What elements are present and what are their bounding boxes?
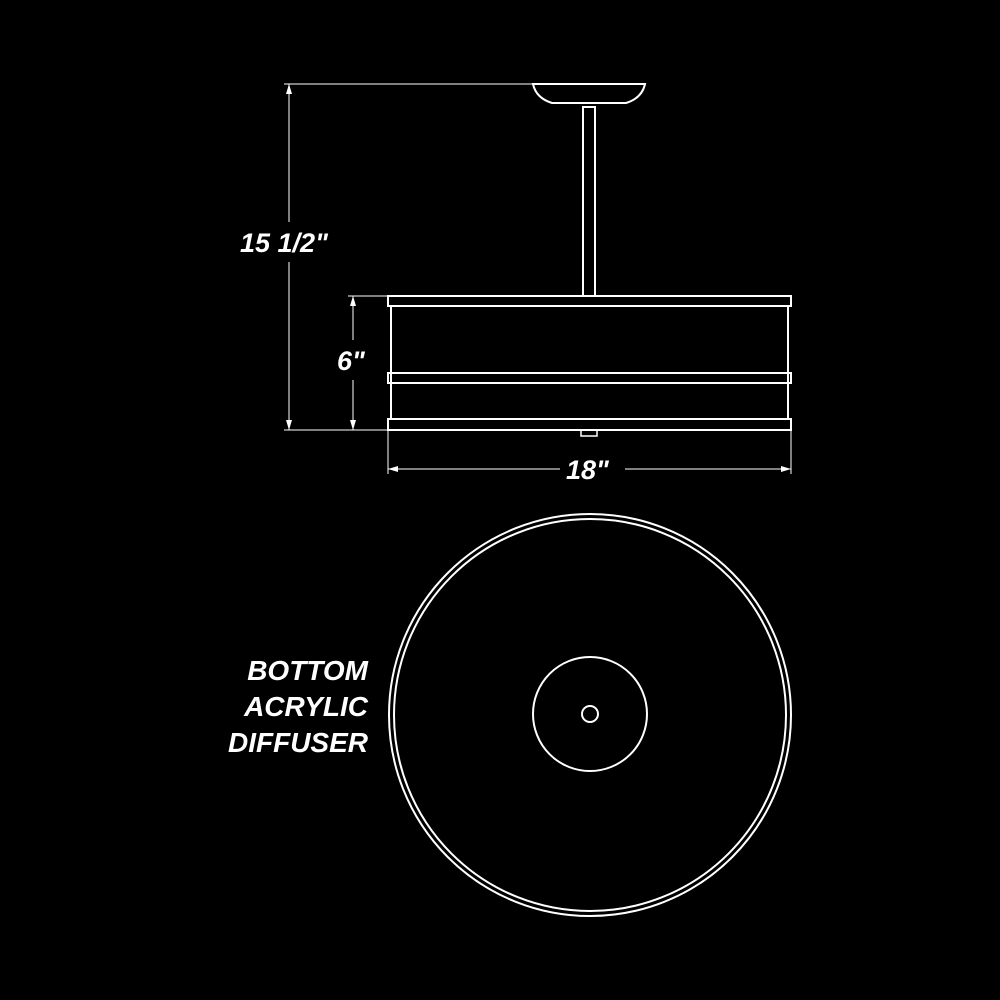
shade-arrow-bottom: [350, 420, 356, 430]
shade-height-label: 6": [337, 346, 366, 376]
bottom-finial: [580, 429, 598, 437]
center-finial: [581, 705, 599, 723]
bottom-view-label-line3: DIFFUSER: [228, 727, 369, 758]
center-plate: [532, 656, 648, 772]
height-arrow-top: [286, 84, 292, 94]
bottom-view-label-line2: ACRYLIC: [243, 691, 369, 722]
shade-top-band: [387, 295, 792, 307]
dimension-lines: 15 1/2" 6" 18": [240, 83, 792, 485]
shade-arrow-top: [350, 296, 356, 306]
width-arrow-right: [781, 466, 791, 472]
overall-height-label: 15 1/2": [240, 228, 329, 258]
height-arrow-bottom: [286, 420, 292, 430]
shade-middle-band: [387, 372, 792, 384]
width-arrow-left: [388, 466, 398, 472]
bottom-view-label-line1: BOTTOM: [247, 655, 368, 686]
width-label: 18": [566, 455, 610, 485]
ceiling-canopy: [531, 83, 647, 104]
side-view: [387, 83, 792, 437]
shade-bottom-band: [387, 418, 792, 431]
downrod: [582, 106, 596, 297]
bottom-view: BOTTOM ACRYLIC DIFFUSER: [228, 513, 792, 917]
diffuser-inner-ring: [393, 518, 787, 912]
diffuser-outer-ring: [388, 513, 792, 917]
